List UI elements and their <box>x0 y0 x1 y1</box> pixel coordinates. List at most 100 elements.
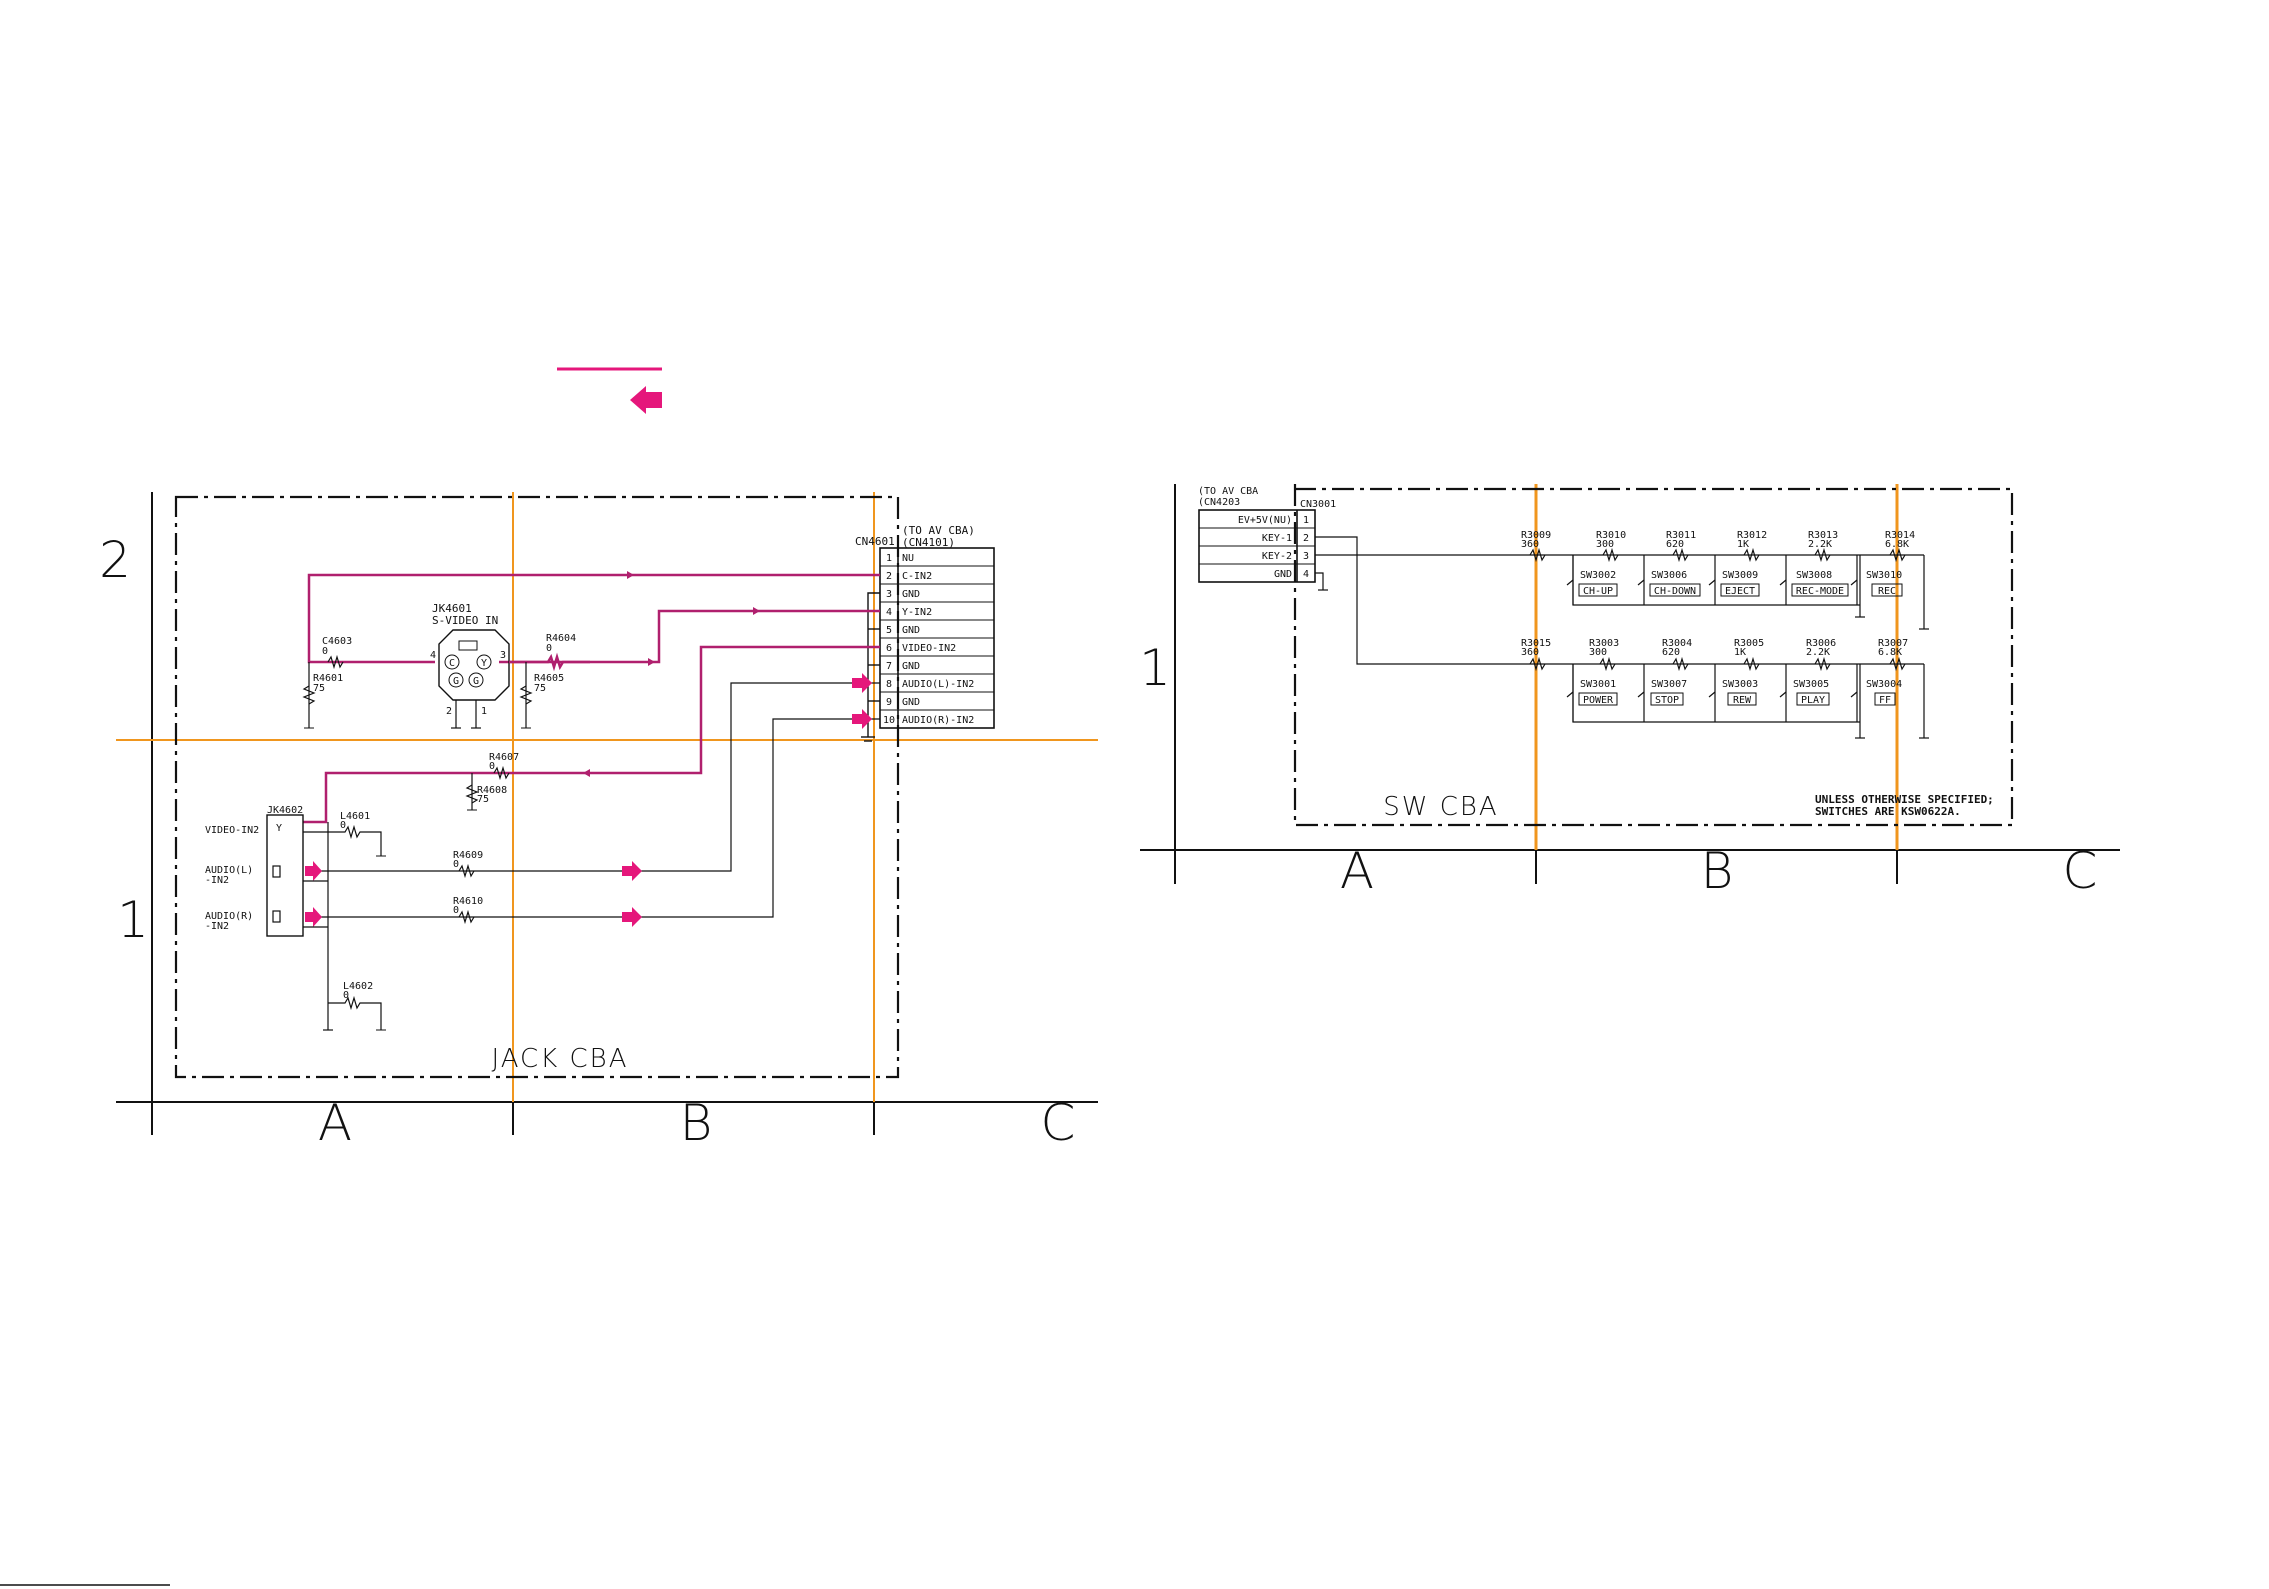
jack-row-label-2: 2 <box>99 531 131 589</box>
sw3003-ref: SW3003 <box>1722 679 1758 690</box>
r3004-val: 620 <box>1662 647 1680 658</box>
c4603-val: 0 <box>322 646 328 657</box>
r4604-r4605: R4604 0 R4605 75 <box>509 633 590 729</box>
cn4601-pin-name: GND <box>902 589 920 600</box>
cn4601-pin-num: 6 <box>886 643 892 654</box>
sw3007-label: STOP <box>1655 695 1679 706</box>
jk4601-ref: JK4601 <box>432 602 472 615</box>
sw-cba-panel: 1 A B C SW CBA UNLESS OTHERWISE SPECIFIE… <box>1139 484 2120 900</box>
sw3003-label: REW <box>1733 695 1752 706</box>
sw3004-label: FF <box>1879 695 1891 706</box>
r3011-val: 620 <box>1666 539 1684 550</box>
svideo-jack: JK4601 S-VIDEO IN C Y G G 4 3 2 1 <box>430 602 510 729</box>
r3011-ref: R3011 <box>1666 530 1696 541</box>
jack-cba-panel: 2 1 A B C JACK CBA CN4601 (TO AV CBA) (C… <box>99 492 1098 1152</box>
cn4601-pin-num: 5 <box>886 625 892 636</box>
sw3006-label: CH-DOWN <box>1654 586 1696 597</box>
svideo-pin-1: 1 <box>481 706 487 717</box>
sw3010-label: REC <box>1878 586 1896 597</box>
svideo-pin-g1: G <box>453 676 459 687</box>
r3006-val: 2.2K <box>1806 647 1830 658</box>
cn3001-connector <box>1198 509 1316 583</box>
sw-key-bus <box>1315 536 1929 739</box>
r3012-ref: R3012 <box>1737 530 1767 541</box>
jack-cba-board-outline <box>174 495 900 1079</box>
cn3001-dest-line1: (TO AV CBA <box>1198 486 1258 497</box>
cn3001-pin-name: EV+5V(NU) <box>1238 515 1292 526</box>
r3010-val: 300 <box>1596 539 1614 550</box>
cn4601-pin-num: 9 <box>886 697 892 708</box>
r3014-val: 6.8K <box>1885 539 1909 550</box>
sw-col-label-a: A <box>1340 842 1374 900</box>
legend <box>557 367 662 414</box>
r4605-ref: R4605 <box>534 673 564 684</box>
r3013-val: 2.2K <box>1808 539 1832 550</box>
legend-signal-arrow <box>630 386 662 414</box>
cn4601-dest-line2: (CN4101) <box>902 536 955 549</box>
sw3001-label: POWER <box>1583 695 1614 706</box>
r3003-ref: R3003 <box>1589 638 1619 649</box>
l4602-val: 0 <box>343 990 349 1001</box>
r3010-ref: R3010 <box>1596 530 1626 541</box>
svideo-pin-2: 2 <box>446 706 452 717</box>
r4608-val: 75 <box>477 794 489 805</box>
cn3001-ref: CN3001 <box>1300 499 1336 510</box>
svideo-pin-c: C <box>449 658 455 669</box>
cn4601-pin-name: Y-IN2 <box>902 607 932 618</box>
jack-col-label-a: A <box>318 1094 352 1152</box>
svideo-pin-3: 3 <box>500 650 506 661</box>
l4602: L4602 0 <box>328 981 386 1031</box>
r3012-val: 1K <box>1737 539 1749 550</box>
sw-cba-title: SW CBA <box>1383 792 1498 822</box>
cn3001-pins: EV+5V(NU) 1 KEY-1 2 KEY-2 3 GND 4 <box>1238 515 1309 580</box>
svideo-pin-4: 4 <box>430 650 436 661</box>
cn4601-pin-num: 2 <box>886 571 892 582</box>
signal-flow-markers <box>583 571 760 777</box>
sw3005-label: PLAY <box>1801 695 1825 706</box>
sw3010-ref: SW3010 <box>1866 570 1902 581</box>
r3005-ref: R3005 <box>1734 638 1764 649</box>
cn4601-pin-name: AUDIO(R)-IN2 <box>902 715 974 726</box>
cn4601-dest-line1: (TO AV CBA) <box>902 524 975 537</box>
cn4601-pins: 1 NU 2 C-IN2 3 GND 4 Y-IN2 5 GND 6 VIDEO… <box>883 553 974 726</box>
svideo-pin-g2: G <box>473 676 479 687</box>
jk4602-video-label: VIDEO-IN2 <box>205 825 259 836</box>
r4607-r4608: R4607 0 R4608 75 <box>465 752 519 811</box>
cn3001-pin-num: 4 <box>1303 569 1309 580</box>
r3007-val: 6.8K <box>1878 647 1902 658</box>
r4609-ref: R4609 <box>453 850 483 861</box>
cn4601-pin-num: 7 <box>886 661 892 672</box>
jack-audio-lines <box>310 682 880 918</box>
sw3002-label: CH-UP <box>1583 586 1613 597</box>
c4603-r4601: C4603 0 R4601 75 <box>302 636 352 729</box>
sw3004-ref: SW3004 <box>1866 679 1902 690</box>
sw-row1-resistors: R3009 360 R3010 300 R3011 620 R3012 1K R… <box>1521 530 1915 563</box>
cn3001-pin-name: KEY-2 <box>1262 551 1292 562</box>
sw3005-ref: SW3005 <box>1793 679 1829 690</box>
r4607-val: 0 <box>489 761 495 772</box>
cn4601-pin-name: C-IN2 <box>902 571 932 582</box>
sw-row2-switches: SW3001 POWER SW3007 STOP SW3003 REW SW30… <box>1566 664 1902 722</box>
r4604-val: 0 <box>546 643 552 654</box>
jk4601-name: S-VIDEO IN <box>432 614 498 627</box>
jk4602-audio-l-line2: -IN2 <box>205 875 229 886</box>
sw-row2-resistors: R3015 360 R3003 300 R3004 620 R3005 1K R… <box>1521 638 1908 672</box>
jack-cba-title: JACK CBA <box>492 1044 629 1074</box>
l4602-ref: L4602 <box>343 981 373 992</box>
cn4601-connector <box>879 547 995 729</box>
r4604-ref: R4604 <box>546 633 576 644</box>
l4601-val: 0 <box>340 820 346 831</box>
cn3001-pin-num: 1 <box>1303 515 1309 526</box>
cn4601-pin-num: 8 <box>886 679 892 690</box>
r3015-val: 360 <box>1521 647 1539 658</box>
jack-col-label-b: B <box>680 1094 713 1152</box>
sw3009-ref: SW3009 <box>1722 570 1758 581</box>
jk4602-audio-r-line2: -IN2 <box>205 921 229 932</box>
jk4602-audio-l-line1: AUDIO(L) <box>205 865 253 876</box>
r4610-val: 0 <box>453 905 459 916</box>
cn4601-pin-num: 10 <box>883 715 895 726</box>
cn4601-pin-name: VIDEO-IN2 <box>902 643 956 654</box>
sw3008-ref: SW3008 <box>1796 570 1832 581</box>
sw-cba-board-outline <box>1293 484 2014 827</box>
